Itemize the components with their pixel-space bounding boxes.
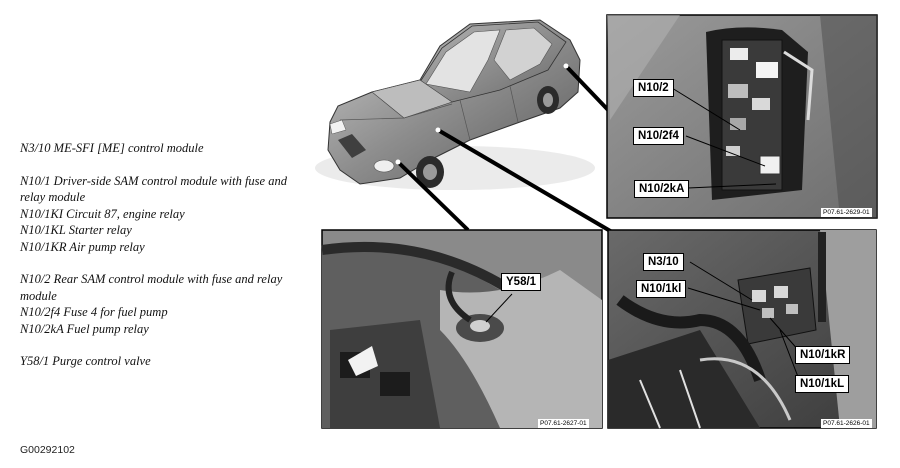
photo-purge-valve	[322, 230, 602, 428]
callout-y58-1: Y58/1	[501, 273, 541, 291]
callout-n10-1kl-lower: N10/1kL	[795, 375, 849, 393]
legend-entry: N10/2f4 Fuse 4 for fuel pump	[20, 304, 310, 321]
legend-entry: N10/2kA Fuel pump relay	[20, 321, 310, 338]
car-illustration	[315, 20, 595, 190]
callout-n10-1kr: N10/1kR	[795, 346, 850, 364]
legend-spacer	[20, 337, 310, 353]
legend-entry: N10/1KL Starter relay	[20, 222, 310, 239]
ref-code-top-right: P07.61-2629-01	[821, 208, 872, 217]
legend-entry: N10/1 Driver-side SAM control module wit…	[20, 173, 310, 206]
callout-n3-10: N3/10	[643, 253, 684, 271]
legend-entry: N10/1KR Air pump relay	[20, 239, 310, 256]
callout-n10-2ka: N10/2kA	[634, 180, 689, 198]
ref-code-bottom-right: P07.61-2626-01	[821, 419, 872, 428]
legend-entry: N10/2 Rear SAM control module with fuse …	[20, 271, 310, 304]
legend-spacer	[20, 157, 310, 173]
callout-n10-2: N10/2	[633, 79, 674, 97]
legend-entry: Y58/1 Purge control valve	[20, 353, 310, 370]
figure-code: G00292102	[20, 444, 75, 456]
callout-n10-1kl-upper: N10/1kl	[636, 280, 686, 298]
legend-entry: N3/10 ME-SFI [ME] control module	[20, 140, 310, 157]
legend-entry: N10/1KI Circuit 87, engine relay	[20, 206, 310, 223]
callout-n10-2f4: N10/2f4	[633, 127, 684, 145]
ref-code-bottom-middle: P07.61-2627-01	[538, 419, 589, 428]
legend-spacer	[20, 255, 310, 271]
